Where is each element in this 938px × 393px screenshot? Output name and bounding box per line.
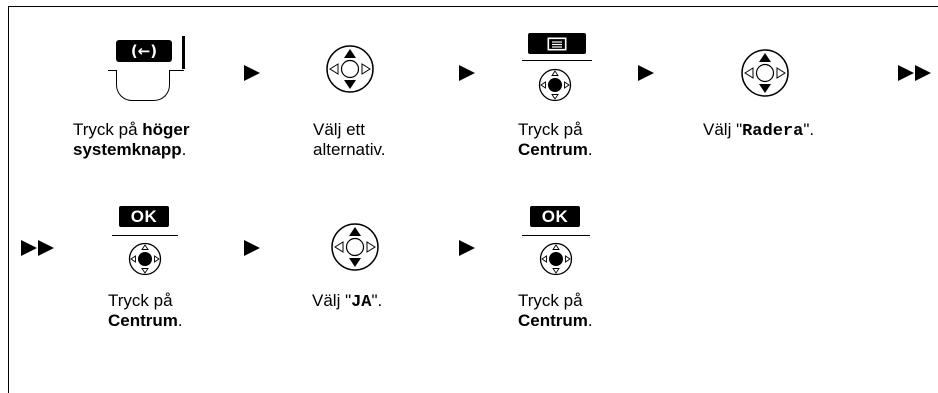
- right-softkey-button-icon: [116, 70, 170, 101]
- arrow-right-icon: [638, 65, 654, 81]
- step-caption: Välj "JA".: [312, 291, 383, 312]
- arrow-right-icon: [459, 65, 475, 81]
- step-caption: Tryck på Centrum.: [518, 120, 593, 159]
- navigator-updown-icon: [331, 223, 379, 271]
- softkey-bar: [182, 36, 185, 69]
- navigator-center-icon: [128, 242, 162, 276]
- key-divider: [522, 235, 590, 236]
- continue-arrow-icon: [21, 240, 54, 256]
- arrow-right-icon: [244, 240, 260, 256]
- step-caption: Tryck på Centrum.: [108, 291, 183, 330]
- step-caption: Tryck på Centrum.: [518, 291, 593, 330]
- navigator-updown-icon: [741, 49, 789, 97]
- arrow-right-icon: [459, 240, 475, 256]
- ok-key-label: OK: [119, 206, 169, 227]
- key-divider: [112, 235, 178, 236]
- ok-key-label: OK: [530, 206, 580, 227]
- continue-arrow-icon: [898, 65, 931, 81]
- key-divider: [522, 60, 592, 61]
- softkey-back-icon: (←): [130, 42, 158, 60]
- navigator-updown-icon: [326, 45, 374, 93]
- step-caption: Välj "Radera".: [703, 120, 815, 141]
- menu-list-icon: [547, 37, 567, 50]
- frame-left-border: [8, 6, 9, 393]
- arrow-right-icon: [244, 65, 260, 81]
- frame-top-border: [8, 6, 938, 7]
- navigator-center-icon: [539, 242, 573, 276]
- navigator-center-icon: [538, 68, 572, 102]
- menu-key-label: [528, 33, 586, 54]
- softkey-display: (←): [116, 40, 172, 62]
